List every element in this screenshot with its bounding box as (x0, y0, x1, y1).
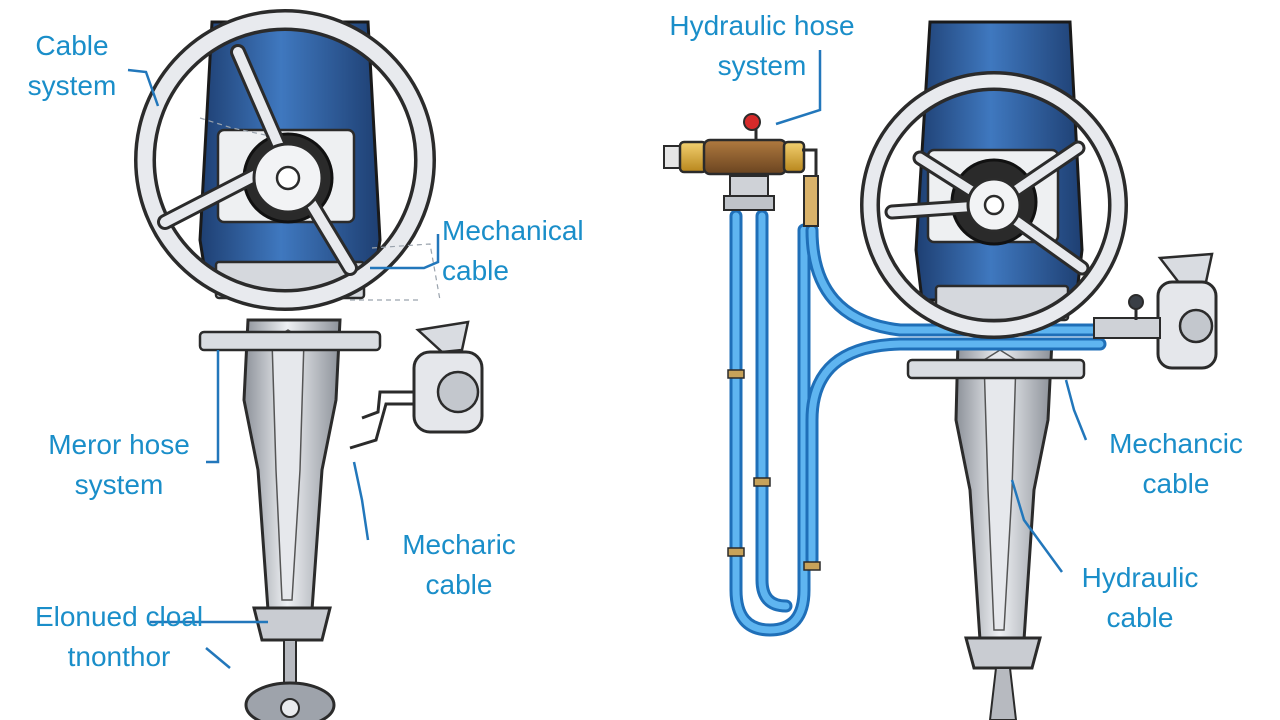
leader-mechanic-cable-right (1064, 379, 1088, 441)
left-control-lever-icon (349, 320, 484, 450)
leader-hydraulic-hose (775, 50, 822, 126)
label-mechanical-cable: Mechanical cable (442, 215, 584, 286)
label-leader-lines (127, 50, 1088, 669)
right-steering-wheel-icon (860, 71, 1128, 339)
label-meror-hose-system: Meror hose system (48, 429, 190, 500)
leader-meror-hose (206, 350, 220, 464)
label-hydraulic-hose-system: Hydraulic hose system (669, 10, 855, 81)
label-elonued-cloal: Elonued cloal tnonthor (34, 601, 204, 672)
leader-tnonthor (205, 647, 231, 669)
leader-hydraulic-cable (1010, 479, 1064, 573)
label-hydraulic-cable: Hydraulic cable (1081, 562, 1199, 633)
dashed-guide-lines (199, 117, 441, 301)
label-mechanic-cable-right: Mechancic cable (1109, 428, 1243, 499)
hydraulic-pump-icon (663, 113, 819, 227)
right-control-lever-icon (1093, 252, 1218, 370)
leader-cable-system (127, 68, 160, 107)
leader-mechanical-cable (370, 234, 440, 270)
right-outboard-motor-icon (906, 20, 1086, 720)
leader-mechanic-cable-left (352, 461, 370, 541)
right-hydraulic-hose-lines (727, 209, 1117, 637)
label-cable-system: Cable system (27, 30, 117, 101)
label-mechanic-cable-left: Mecharic cable (402, 529, 516, 600)
left-steering-wheel-icon (134, 9, 436, 311)
